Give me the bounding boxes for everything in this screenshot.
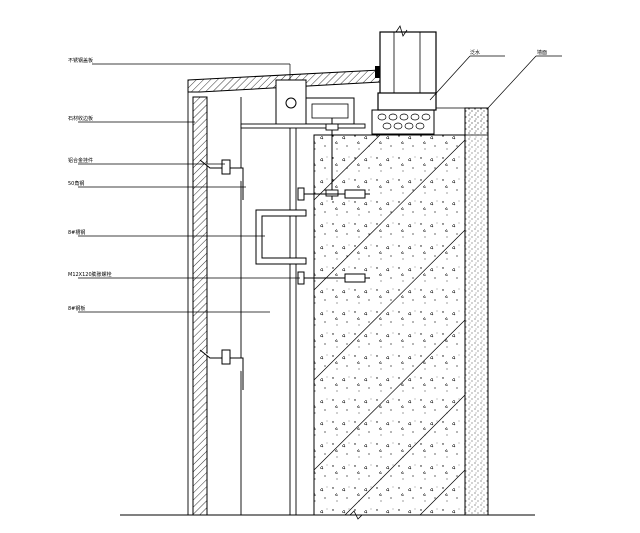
top-bracket-inner [311,103,349,119]
sealant-ovals [377,113,431,130]
label-channel: 8#槽钢 [68,229,85,236]
outer-plaster [464,107,489,516]
lower-anchor-bolt [297,271,370,285]
label-wall-finish: 墙面 [537,49,547,56]
label-panel-edge: 石材收边板 [68,115,93,122]
label-flashing: 泛水 [470,49,480,56]
label-angle: 50角钢 [68,180,84,187]
label-plate-bracket: 铝合金挂件 [68,157,93,164]
label-top-cap: 不锈钢盖板 [68,57,93,64]
parapet-top [435,107,489,136]
top-bracket-bolt [285,97,297,109]
upper-anchor-bolt [297,187,370,201]
stone-panel [192,96,208,516]
window-frame [379,31,437,95]
label-anchor-bolt: M12X120膨胀螺栓 [68,271,112,278]
anchor-nut-top [375,66,380,78]
sealant-block [371,109,435,135]
label-stud: 8#钢板 [68,305,85,312]
concrete-diagonal-lines [313,134,466,516]
window-base [377,92,437,111]
anchor-rod-nut-2 [325,189,339,197]
anchor-rod-nut-1 [325,123,339,131]
break-line-top [395,25,408,37]
angle-bracket-lower [199,349,244,390]
leader-lines [78,55,562,313]
horizontal-plate [240,123,366,129]
steel-channel [255,209,307,265]
